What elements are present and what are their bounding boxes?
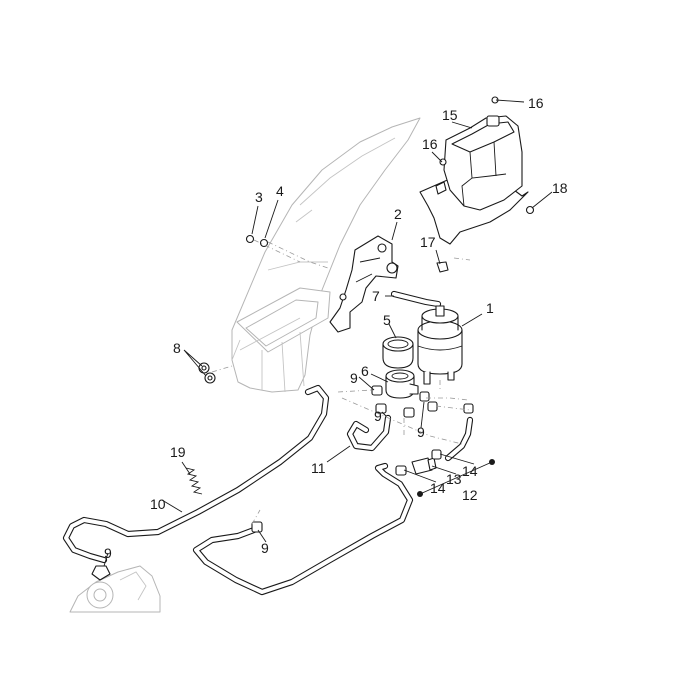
group-12-bracket xyxy=(417,459,495,497)
callout-4: 4 xyxy=(276,183,284,199)
hose-right xyxy=(444,416,474,462)
callout-9-e: 9 xyxy=(261,540,269,556)
fittings-9 xyxy=(91,385,474,581)
spring-19 xyxy=(185,467,203,495)
callout-10: 10 xyxy=(150,496,166,512)
callout-16-b: 16 xyxy=(422,136,438,152)
rear-mudguard-ghost xyxy=(231,117,421,393)
clips xyxy=(436,96,535,273)
callout-17: 17 xyxy=(420,234,436,250)
callout-19: 19 xyxy=(170,444,186,460)
connector-group xyxy=(395,449,442,476)
callout-3: 3 xyxy=(255,189,263,205)
clamp-5 xyxy=(382,336,414,369)
canister-1 xyxy=(417,305,463,385)
leader-lines xyxy=(103,99,553,567)
callout-2: 2 xyxy=(394,206,402,222)
callout-11: 11 xyxy=(311,460,326,476)
callout-13: 13 xyxy=(446,471,462,487)
reservoir-tank-15 xyxy=(419,115,529,245)
callout-12: 12 xyxy=(462,487,478,503)
callout-15: 15 xyxy=(442,107,458,123)
callout-9-b: 9 xyxy=(374,408,382,424)
holder-6 xyxy=(385,369,419,399)
bracket-2 xyxy=(329,235,399,333)
engine-block-ghost xyxy=(69,565,161,613)
callout-14-b: 14 xyxy=(462,463,478,479)
callout-7: 7 xyxy=(372,288,380,304)
callout-9-a: 9 xyxy=(350,370,358,386)
callout-16-a: 16 xyxy=(528,95,544,111)
callout-5: 5 xyxy=(383,312,391,328)
hose-7 xyxy=(390,290,442,308)
assembly-lines xyxy=(211,239,471,525)
callout-labels: 1 2 3 4 5 6 7 8 9 9 9 9 9 10 11 12 13 14… xyxy=(104,95,568,561)
callout-6: 6 xyxy=(361,363,369,379)
callout-1: 1 xyxy=(486,300,494,316)
hose-11 xyxy=(346,414,392,452)
callout-18: 18 xyxy=(552,180,568,196)
callout-8: 8 xyxy=(173,340,181,356)
callout-9-d: 9 xyxy=(104,545,112,561)
hose-lower xyxy=(192,462,414,596)
callout-14-a: 14 xyxy=(430,480,446,496)
hose-10 xyxy=(62,384,330,564)
callout-9-c: 9 xyxy=(417,424,425,440)
